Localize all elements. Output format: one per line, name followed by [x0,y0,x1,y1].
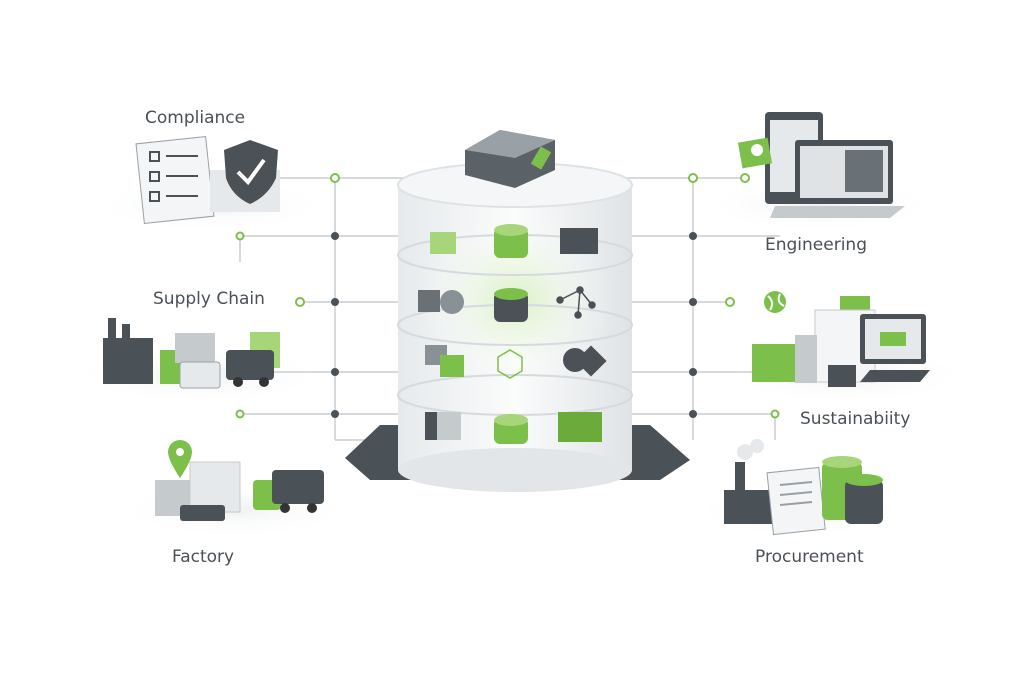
network-icon [497,286,596,379]
laptop-icon [765,112,905,218]
document-icon [766,466,826,536]
label-engineering: Engineering [765,235,867,255]
label-factory: Factory [172,547,234,567]
connector-nodes [235,173,780,419]
truck-icon [179,350,274,389]
monitor-icon [752,296,930,387]
checklist-icon [135,136,215,224]
label-compliance: Compliance [145,108,245,128]
central-data-hub [397,130,633,492]
map-pin-icon [168,440,192,478]
block-icons [418,228,607,442]
server-icon [465,130,555,188]
label-sustainability: Sustainabiity [800,409,910,429]
shield-check-icon [210,140,280,212]
truck-icon [272,470,324,513]
factory-icon [724,439,776,524]
globe-icon [764,291,786,313]
label-procurement: Procurement [755,547,864,567]
label-supply-chain: Supply Chain [153,289,265,309]
gear-icon [737,137,773,169]
database-icon [494,224,528,444]
database-icon [822,456,883,524]
